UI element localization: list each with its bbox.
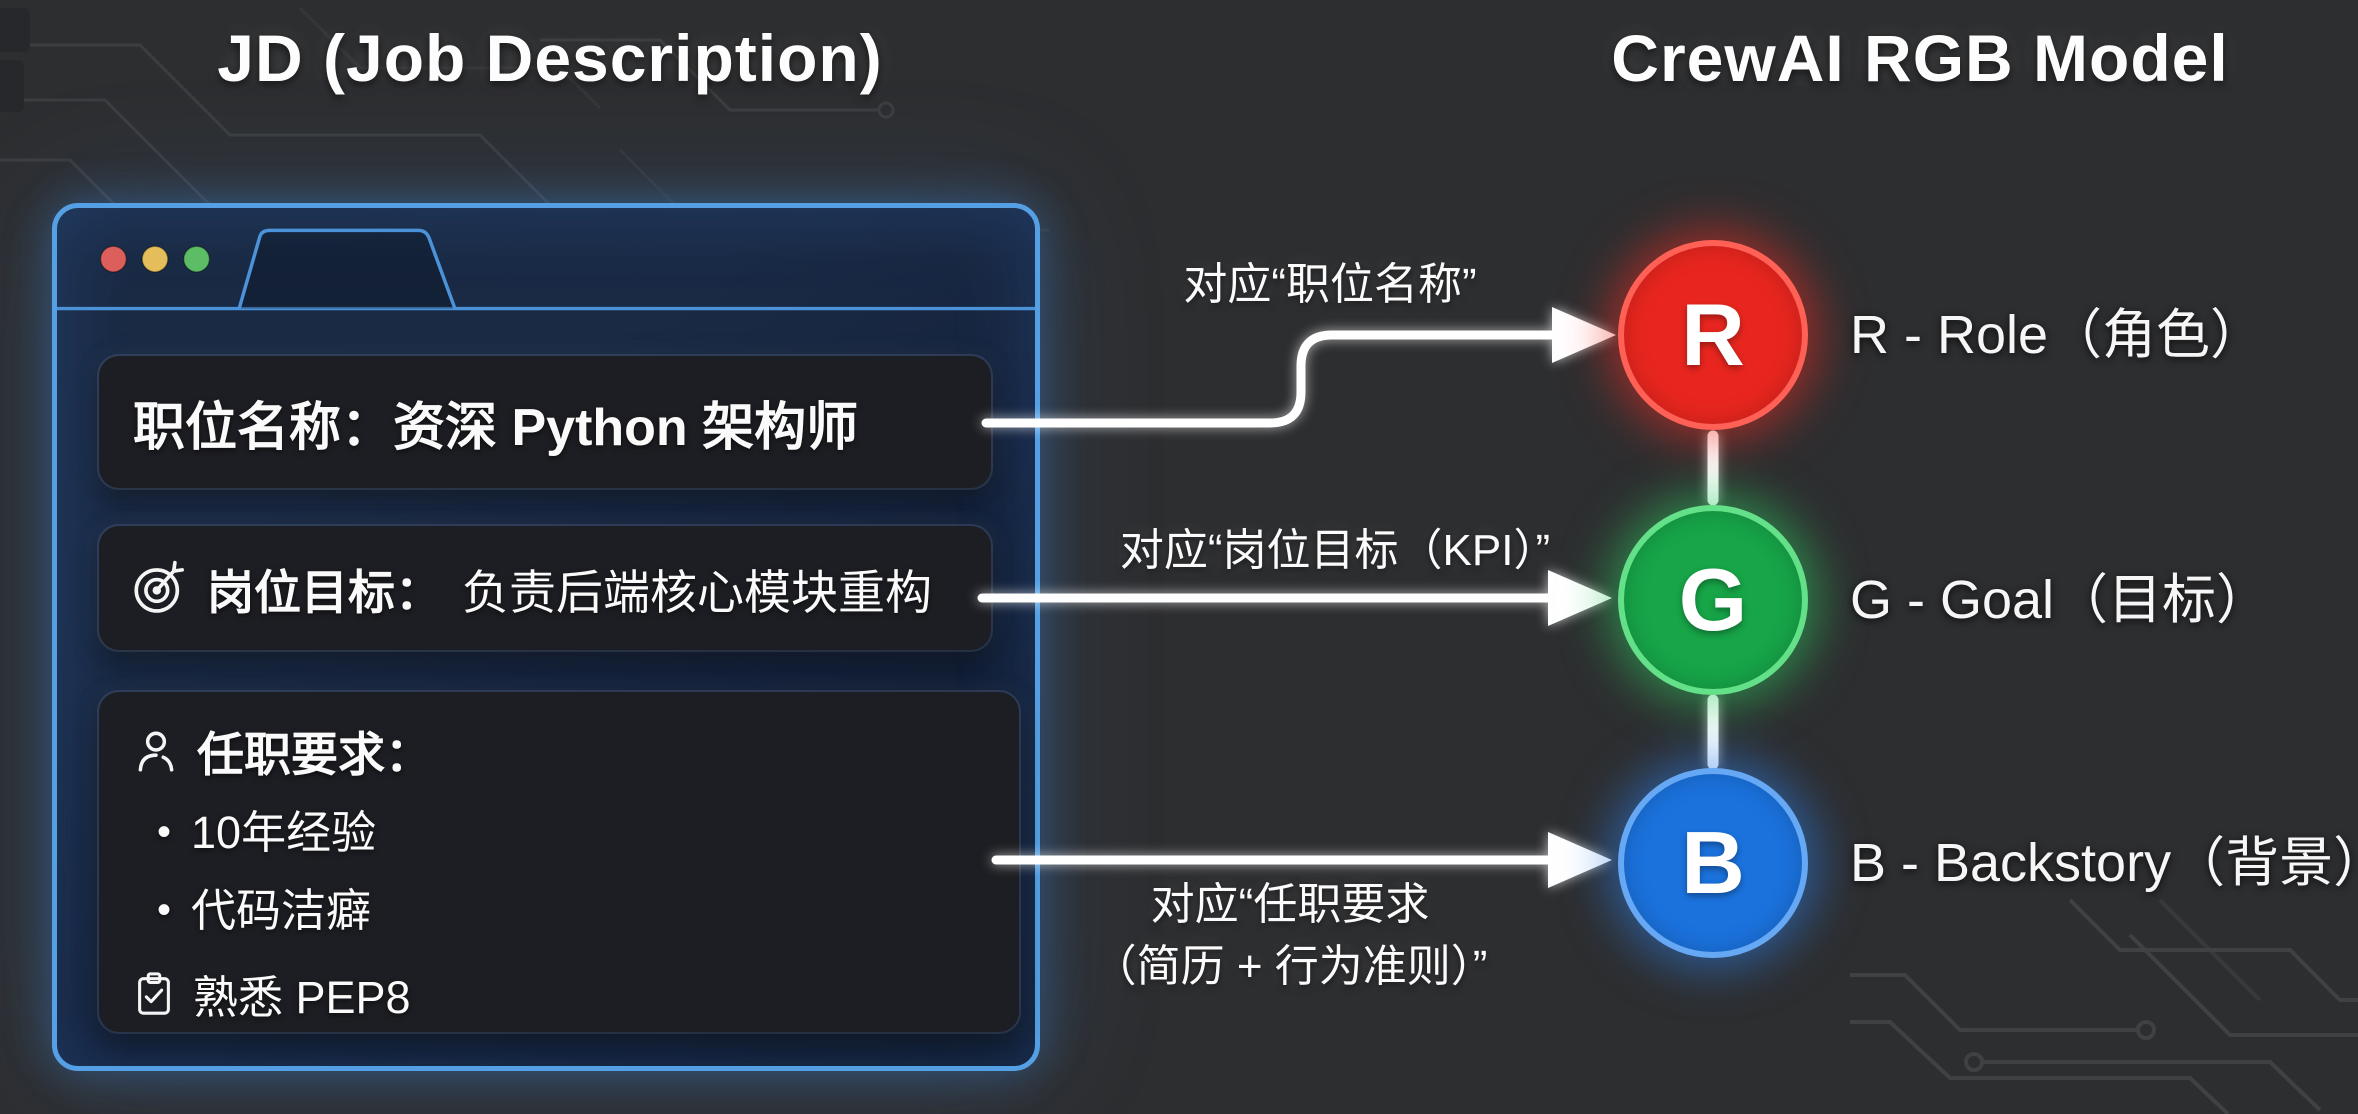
node-backstory: B xyxy=(1618,768,1808,958)
mapping-label-backstory: 对应“任职要求 （简历 + 行为准则）” xyxy=(1040,874,1540,998)
requirement-item: 10年经验 xyxy=(157,795,987,873)
node-goal: G xyxy=(1618,505,1808,695)
node-goal-label: G - Goal（目标） xyxy=(1850,570,2271,630)
node-role-letter: R xyxy=(1681,285,1745,384)
requirements-list: 10年经验 代码洁癖 xyxy=(157,795,987,951)
mapping-label-backstory-line2: （简历 + 行为准则）” xyxy=(1092,942,1488,991)
crewai-rgb-model-title: CrewAI RGB Model xyxy=(1611,21,2229,95)
browser-titlebar xyxy=(57,228,1035,311)
mapping-label-backstory-line1: 对应“任职要求 xyxy=(1150,880,1430,929)
person-icon xyxy=(138,731,174,772)
browser-tab xyxy=(237,228,457,310)
node-backstory-letter: B xyxy=(1681,813,1745,912)
jd-section-title: JD (Job Description) xyxy=(217,21,883,95)
node-goal-letter: G xyxy=(1678,550,1748,649)
node-role-label: R - Role（角色） xyxy=(1850,305,2265,365)
clipboard-icon xyxy=(138,971,170,1015)
mapping-label-role: 对应“职位名称” xyxy=(1183,260,1477,309)
mapping-label-goal: 对应“岗位目标（KPI）” xyxy=(1119,526,1551,575)
target-icon xyxy=(134,560,184,613)
job-title-value: 资深 Python 架构师 xyxy=(393,398,859,457)
node-role: R xyxy=(1618,240,1808,430)
traffic-light-zoom-icon xyxy=(182,245,211,273)
job-title-label: 职位名称： xyxy=(133,398,394,457)
browser-window: 职位名称：资深 Python 架构师 岗位目标： 负责后端核心模块重构 任职要求： xyxy=(52,203,1040,1071)
card-requirements: 任职要求： 10年经验 代码洁癖 熟悉 PEP8 xyxy=(99,692,1019,1032)
goal-label: 岗位目标： xyxy=(207,565,442,619)
card-goal: 岗位目标： 负责后端核心模块重构 xyxy=(99,526,991,650)
requirements-note: 熟悉 PEP8 xyxy=(193,972,411,1023)
node-backstory-label: B - Backstory（背景） xyxy=(1850,833,2358,893)
requirements-heading: 任职要求： xyxy=(197,728,432,781)
traffic-light-close-icon xyxy=(99,245,128,273)
goal-value: 负责后端核心模块重构 xyxy=(462,565,932,619)
card-job-title: 职位名称：资深 Python 架构师 xyxy=(99,356,991,488)
requirement-item: 代码洁癖 xyxy=(157,873,987,951)
traffic-light-minimize-icon xyxy=(141,245,169,273)
